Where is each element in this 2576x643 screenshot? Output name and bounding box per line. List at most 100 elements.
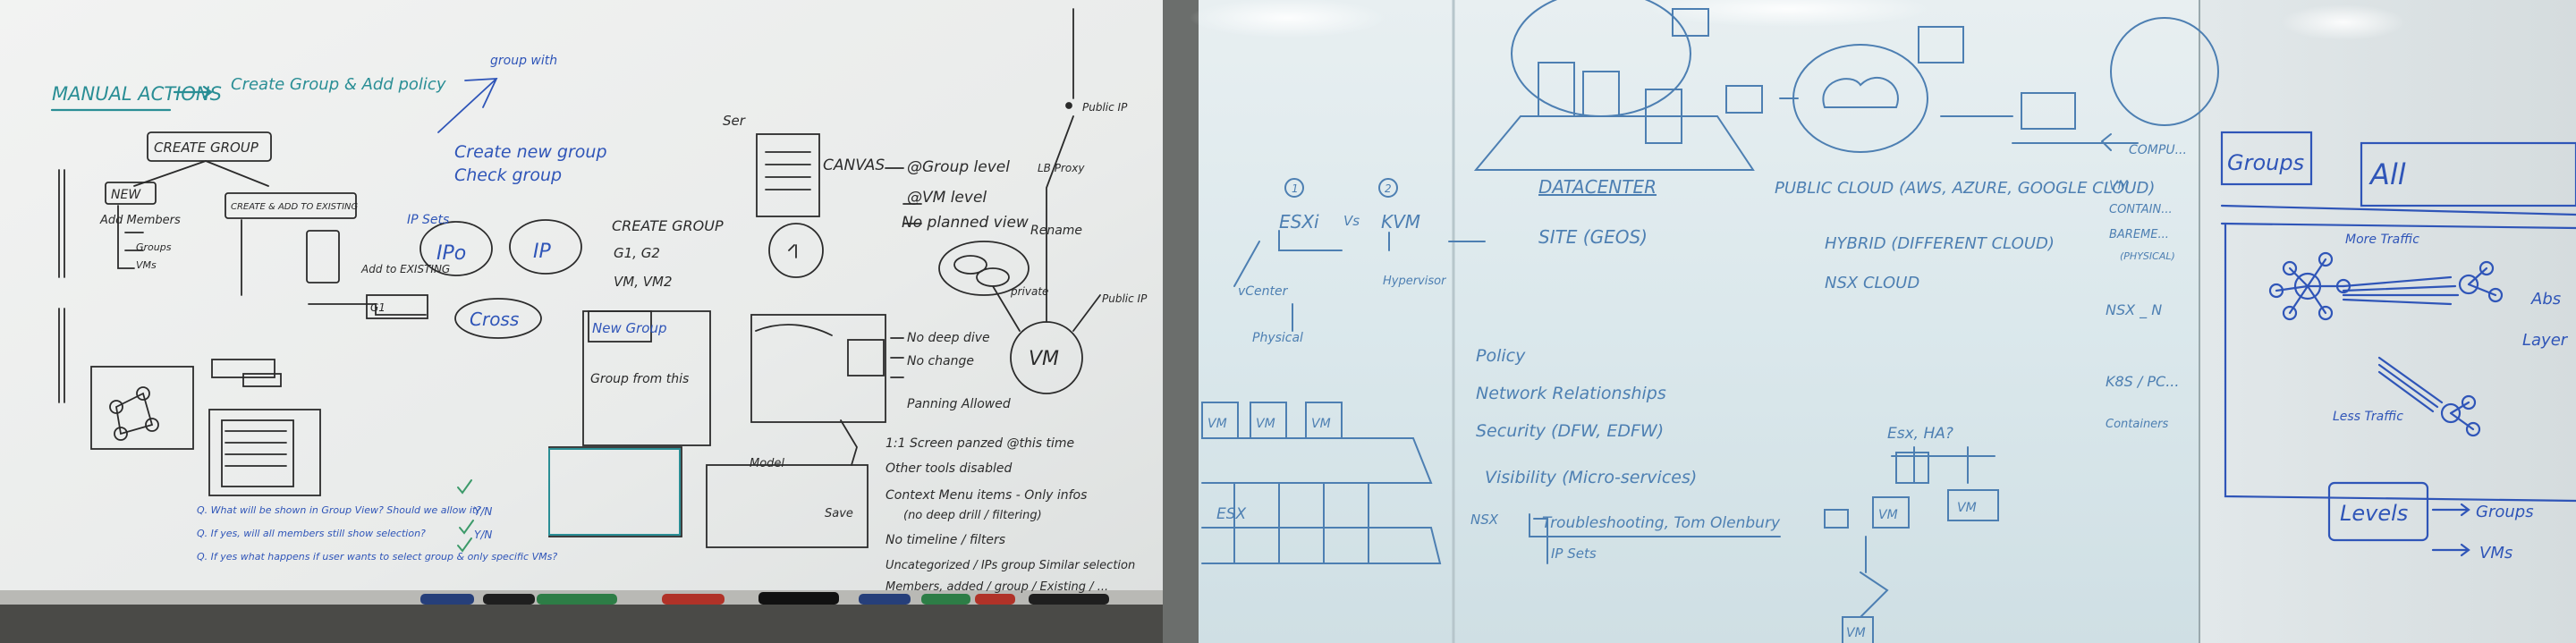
site-label: SITE (GEOS)	[1538, 226, 1648, 248]
containers-label: CONTAIN...	[2109, 203, 2173, 216]
physical-right-label: (PHYSICAL)	[2120, 250, 2175, 262]
yn-1: Y/N	[474, 505, 492, 518]
right-groups-label: Groups	[2227, 150, 2304, 175]
vm-vm2-label: VM, VM2	[614, 274, 673, 290]
private-label: private	[1010, 285, 1048, 298]
vs-label: Vs	[1343, 213, 1360, 229]
screen-pan-label: 1:1 Screen panzed @this time	[886, 436, 1074, 451]
num-2: 2	[1385, 182, 1392, 195]
kvm-label: KVM	[1381, 211, 1420, 233]
esxi-label: ESXi	[1279, 211, 1319, 233]
no-deep-dive-label: No deep dive	[907, 331, 990, 345]
marker-tray	[420, 592, 1109, 605]
no-planned-view-label: No planned view	[902, 214, 1029, 232]
baremetal-label: BAREME...	[2109, 228, 2169, 241]
vcenter-label: vCenter	[1238, 284, 1289, 299]
question-1: Q. What will be shown in Group View? Sho…	[197, 504, 481, 516]
compute-label: COMPU...	[2129, 143, 2187, 157]
public-cloud-label: PUBLIC CLOUD (AWS, AZURE, GOOGLE CLOUD)	[1775, 179, 2155, 198]
uncategorized-label: Uncategorized / IPs group Similar select…	[886, 559, 1135, 572]
cross-label: Cross	[470, 309, 519, 330]
lb-proxy-label: LB Proxy	[1038, 162, 1085, 174]
members-label: Members, added / group / Existing / ...	[886, 580, 1108, 594]
groups-label: Groups	[136, 241, 172, 253]
public-ip-label: Public IP	[1082, 101, 1128, 114]
troubleshooting-label: Troubleshooting, Tom Olenbury	[1542, 514, 1781, 532]
vm-stack-2: VM	[1256, 417, 1275, 431]
vm-stack-3: VM	[1311, 417, 1331, 431]
public-ip-2-label: Public IP	[1102, 292, 1148, 305]
nsx-cloud-label: NSX CLOUD	[1825, 274, 1919, 292]
ipo-label: IPo	[436, 242, 466, 265]
no-change-label: No change	[907, 354, 974, 368]
esx-label: ESX	[1216, 505, 1247, 523]
g1g2-label: G1, G2	[614, 245, 660, 261]
layer-label: Layer	[2522, 331, 2569, 350]
hypervisor-label: Hypervisor	[1383, 275, 1447, 288]
no-timeline-label: No timeline / filters	[886, 533, 1005, 547]
create-group-label: CREATE GROUP	[154, 140, 259, 156]
network-relationships-label: Network Relationships	[1476, 384, 1666, 403]
ip-sets-label: IP Sets	[407, 213, 449, 227]
right-board	[2200, 0, 2576, 643]
model-label: Model	[750, 457, 784, 470]
right-groups-2-label: Groups	[2476, 503, 2534, 521]
more-traffic-label: More Traffic	[2345, 233, 2419, 247]
no-deep-drill-label: (no deep drill / filtering)	[903, 509, 1042, 522]
add-members-label: Add Members	[99, 214, 181, 227]
containers-2-label: Containers	[2106, 418, 2169, 431]
physical-label: Physical	[1252, 331, 1303, 345]
new-label: NEW	[111, 188, 141, 202]
vms-label: VMs	[136, 259, 157, 271]
vm-circle-label: VM	[1029, 348, 1059, 370]
nsx-label: NSX	[1470, 512, 1499, 528]
nsx-right-label: NSX _ N	[2106, 301, 2162, 319]
add-to-existing-label: Add to EXISTING	[360, 263, 450, 275]
vm-level-label: @VM level	[907, 189, 987, 207]
group-with-label: group with	[490, 54, 557, 68]
group-from-this-label: Group from this	[590, 372, 689, 386]
ip-sets-mid-label: IP Sets	[1551, 546, 1597, 562]
g1-label: G1	[370, 301, 386, 314]
canvas-label: CANVAS	[823, 157, 885, 174]
other-tools-label: Other tools disabled	[886, 461, 1012, 476]
vm-stack-1: VM	[1208, 417, 1227, 431]
check-group-label: Check group	[454, 165, 562, 185]
vm-box-2: VM	[1957, 501, 1977, 515]
yn-2: Y/N	[474, 529, 492, 541]
new-group-label: New Group	[592, 320, 666, 336]
visibility-label: Visibility (Micro-services)	[1485, 468, 1697, 487]
rename-label: Rename	[1030, 224, 1082, 238]
right-all-label: All	[2368, 157, 2406, 191]
less-traffic-label: Less Traffic	[2333, 410, 2403, 424]
hybrid-label: HYBRID (DIFFERENT CLOUD)	[1825, 234, 2055, 253]
esx-ha-label: Esx, HA?	[1887, 425, 1953, 443]
create-add-existing-label: CREATE & ADD TO EXISTING	[231, 202, 359, 212]
datacenter-label: DATACENTER	[1538, 176, 1657, 198]
policy-label: Policy	[1476, 346, 1526, 366]
k8s-label: K8S / PC...	[2106, 373, 2179, 390]
save-label: Save	[825, 507, 853, 520]
vm-right-label: VM	[2109, 179, 2129, 193]
group-level-label: @Group level	[907, 158, 1010, 176]
vm-box-3: VM	[1846, 626, 1866, 640]
panning-allowed-label: Panning Allowed	[907, 397, 1011, 411]
abs-label: Abs	[2530, 290, 2561, 309]
levels-label: Levels	[2340, 501, 2408, 526]
create-group-add-policy: Create Group & Add policy	[231, 75, 446, 94]
num-1: 1	[1292, 182, 1299, 195]
question-3: Q. If yes what happens if user wants to …	[197, 551, 557, 563]
question-2: Q. If yes, will all members still show s…	[197, 528, 426, 539]
ser-label: Ser	[723, 113, 746, 129]
create-new-group-label: Create new group	[454, 142, 607, 162]
manual-actions-header: MANUAL ACTIONS	[52, 83, 222, 105]
create-group-2-label: CREATE GROUP	[612, 217, 724, 234]
vm-box-1: VM	[1878, 508, 1898, 522]
ip-label: IP	[533, 241, 551, 263]
middle-board	[1199, 0, 2200, 643]
right-vms-label: VMs	[2479, 544, 2512, 563]
security-label: Security (DFW, EDFW)	[1476, 421, 1664, 441]
context-menu-label: Context Menu items - Only infos	[886, 488, 1087, 503]
